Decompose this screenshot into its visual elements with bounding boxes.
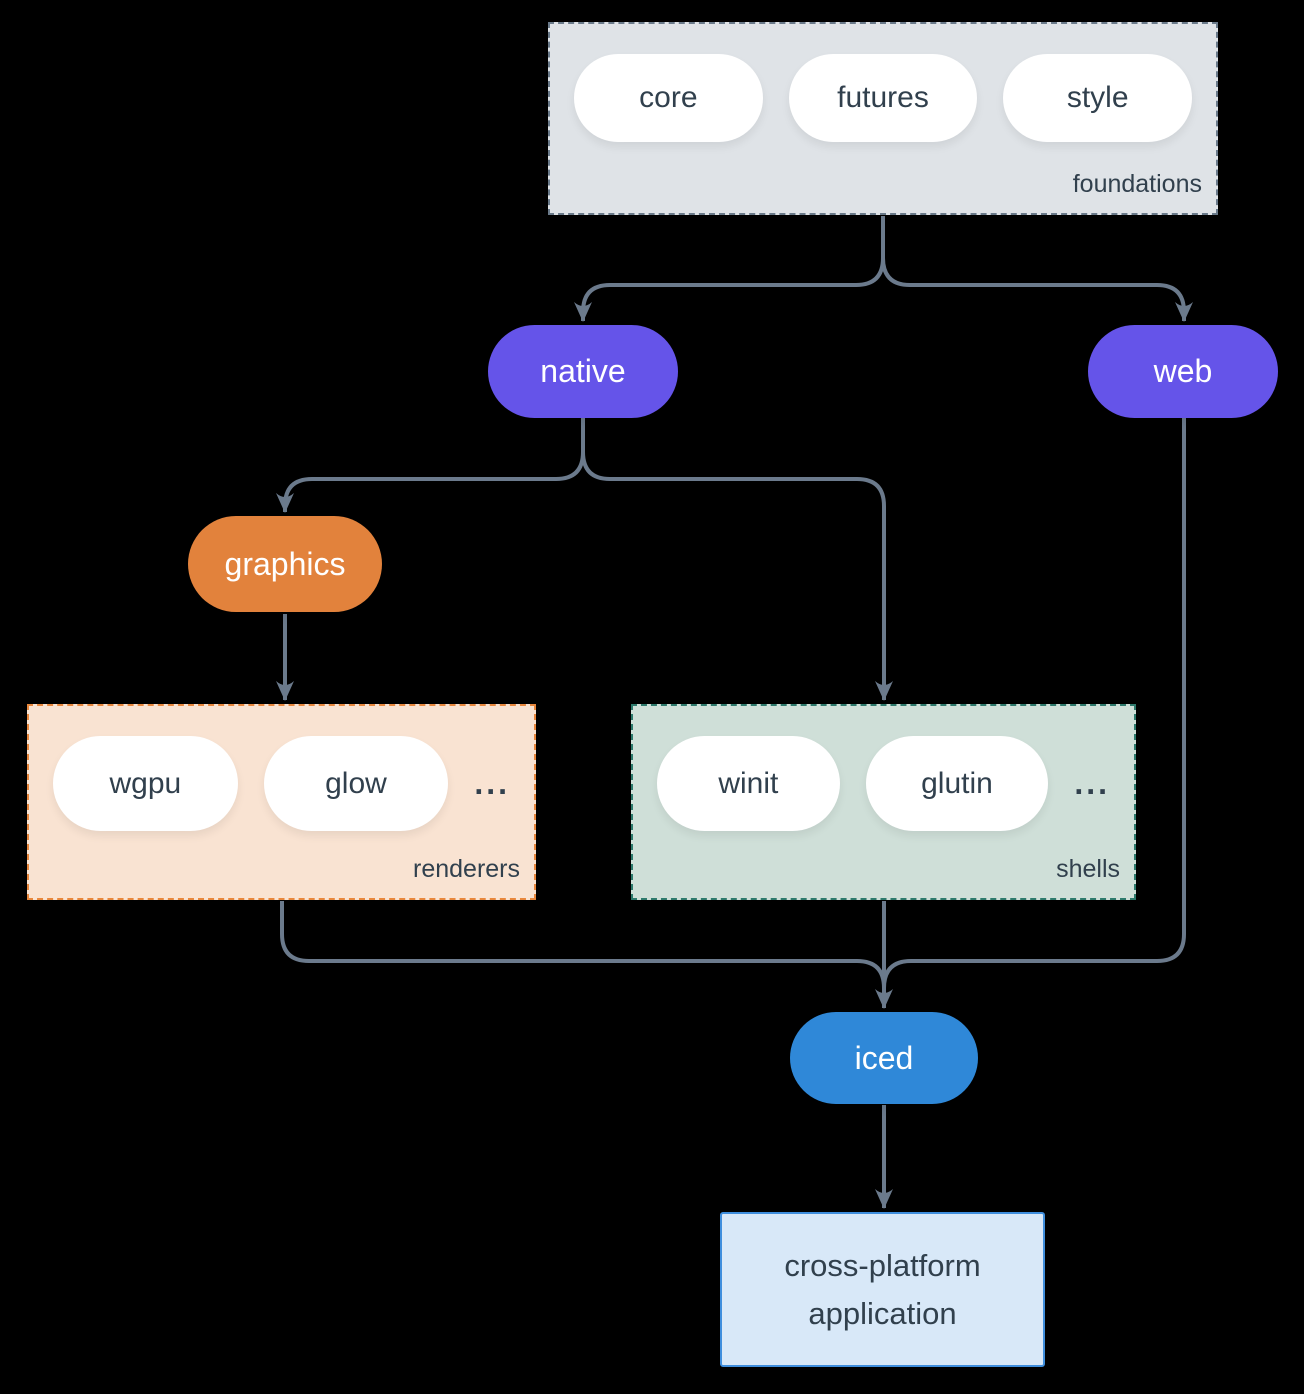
pill-core: core [574, 54, 763, 142]
pill-futures-label: futures [837, 81, 929, 114]
pill-glow: glow [263, 736, 449, 831]
pill-iced-label: iced [854, 1039, 914, 1076]
edge-native-shells [581, 418, 893, 701]
pill-web-label: web [1153, 353, 1213, 389]
shells-group-box: winit glutin ... shells [631, 704, 1136, 900]
pill-style: style [1003, 54, 1193, 142]
pill-iced: iced [790, 1012, 978, 1104]
renderers-ellipsis: ... [474, 765, 510, 801]
shells-group-label: shells [1056, 855, 1120, 883]
renderers-pill-row: wgpu glow ... [53, 736, 510, 831]
renderers-group-box: wgpu glow ... renderers [27, 704, 536, 900]
pill-native: native [488, 325, 678, 418]
pill-glow-label: glow [325, 766, 387, 800]
pill-wgpu-label: wgpu [109, 766, 182, 800]
pill-glutin-label: glutin [921, 766, 993, 800]
pill-winit: winit [657, 736, 840, 831]
foundations-group-label: foundations [1072, 170, 1202, 198]
shells-ellipsis: ... [1074, 765, 1110, 801]
pill-graphics: graphics [188, 516, 382, 612]
pill-graphics-label: graphics [224, 545, 346, 582]
foundations-group-box: core futures style foundations [548, 22, 1218, 215]
pill-core-label: core [639, 81, 698, 114]
shells-pill-row: winit glutin ... [657, 736, 1110, 831]
pill-glutin: glutin [865, 736, 1049, 831]
cross-platform-application-box: cross-platform application [720, 1212, 1045, 1367]
app-box-line1: cross-platform [784, 1247, 981, 1283]
edge-foundations-web [881, 216, 1193, 322]
pill-web: web [1088, 325, 1278, 418]
pill-wgpu: wgpu [53, 736, 238, 831]
pill-native-label: native [540, 353, 626, 389]
edge-renderers-iced [280, 901, 886, 996]
pill-futures: futures [788, 54, 978, 142]
foundations-pill-row: core futures style [574, 54, 1193, 142]
pill-winit-label: winit [718, 766, 779, 800]
pill-style-label: style [1066, 81, 1129, 114]
edge-native-graphics [276, 418, 585, 513]
renderers-group-label: renderers [413, 855, 520, 883]
edge-foundations-native [574, 216, 885, 322]
app-box-line2: application [808, 1295, 957, 1331]
